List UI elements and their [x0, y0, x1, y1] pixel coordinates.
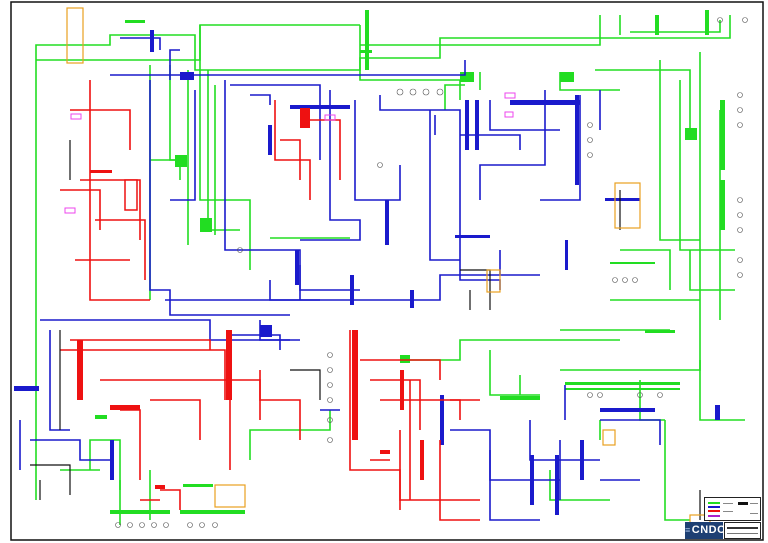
logo-text: CNDC	[691, 524, 726, 536]
generator-symbols	[115, 17, 748, 528]
legend-swatch-magenta	[708, 515, 720, 517]
highlight-box-center	[486, 269, 501, 293]
diagram-border	[10, 1, 764, 541]
title-block	[724, 522, 761, 539]
magenta-markers	[64, 92, 516, 214]
cndc-logo: ≡CNDC	[685, 522, 726, 539]
red-network	[60, 80, 480, 521]
transformer-box	[124, 179, 138, 211]
blue-buses	[14, 30, 722, 515]
legend-swatch-green	[708, 502, 720, 504]
highlight-box-south	[214, 484, 246, 508]
logo-mark-icon: ≡	[685, 525, 691, 535]
green-buses	[95, 10, 725, 514]
highlight-box-generation-e	[614, 182, 641, 229]
legend-swatch-black	[738, 502, 748, 505]
highlight-box-se	[602, 429, 616, 446]
legend-swatch-red	[708, 510, 720, 512]
highlight-box-generation-nw	[66, 7, 84, 64]
legend	[704, 497, 761, 521]
legend-swatch-blue	[708, 506, 720, 508]
